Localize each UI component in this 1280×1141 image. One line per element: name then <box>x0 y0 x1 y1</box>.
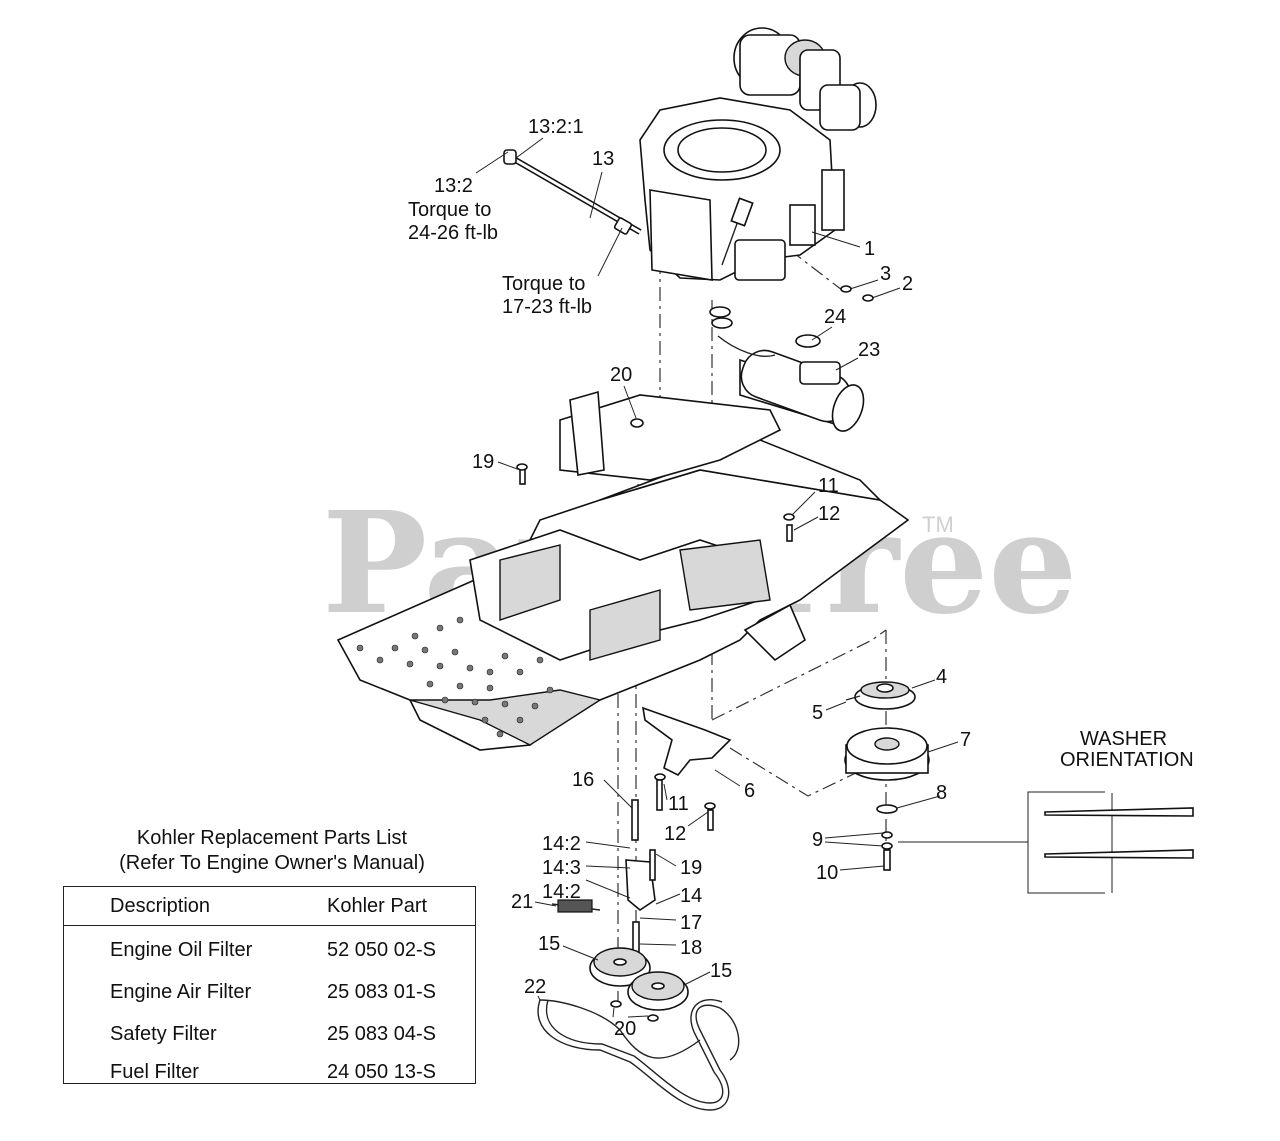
header-divider <box>64 925 475 926</box>
row-part-number: 52 050 02-S <box>327 939 436 961</box>
callout-18: 18 <box>680 937 702 959</box>
callout-2: 2 <box>902 273 913 295</box>
callout-24: 24 <box>824 306 846 328</box>
callout-20-pulley: 20 <box>614 1018 636 1040</box>
parts-list-header-row: Description Kohler Part <box>64 887 475 927</box>
row-description: Fuel Filter <box>110 1061 199 1083</box>
row-part-number: 25 083 01-S <box>327 981 436 1003</box>
row-part-number: 25 083 04-S <box>327 1023 436 1045</box>
callout-6: 6 <box>744 780 755 802</box>
callout-21: 21 <box>511 891 533 913</box>
drive-belt <box>537 999 740 1111</box>
callout-14-3: 14:3 <box>542 857 581 879</box>
callout-17: 17 <box>680 912 702 934</box>
note-13-2: 13:2 <box>434 175 473 197</box>
callout-12-bracket: 12 <box>664 823 686 845</box>
callout-14-2-lower: 14:2 <box>542 881 581 903</box>
clutch-assembly <box>844 681 930 871</box>
torque-note-1-line1: Torque to <box>408 199 491 221</box>
torque-note-2-line1: Torque to <box>502 273 585 295</box>
parts-list-title: Kohler Replacement Parts List (Refer To … <box>62 826 482 876</box>
callout-5: 5 <box>812 702 823 724</box>
callout-11-bracket: 11 <box>668 793 689 815</box>
torque-note-2-line2: 17-23 ft-lb <box>502 296 592 318</box>
dipstick-tube <box>503 149 642 235</box>
washer-title-line1: WASHER <box>1080 728 1167 750</box>
torque-note-1-line2: 24-26 ft-lb <box>408 222 498 244</box>
callout-16: 16 <box>572 769 594 791</box>
note-13-2-1: 13:2:1 <box>528 116 584 138</box>
callout-20-frame: 20 <box>610 364 632 386</box>
note-13: 13 <box>592 148 614 170</box>
parts-list-title-line1: Kohler Replacement Parts List <box>136 827 408 849</box>
parts-list-title-line2: (Refer To Engine Owner's Manual) <box>119 852 425 874</box>
callout-7: 7 <box>960 729 971 751</box>
table-row: Fuel Filter 24 050 13-S <box>64 1053 475 1093</box>
pulleys <box>589 947 689 1022</box>
header-description: Description <box>110 895 211 917</box>
callout-19-frame: 19 <box>472 451 494 473</box>
callout-10: 10 <box>816 862 838 884</box>
callout-14: 14 <box>680 885 702 907</box>
callout-12-frame: 12 <box>818 503 840 525</box>
table-row: Safety Filter 25 083 04-S <box>64 1015 475 1055</box>
callout-15-left: 15 <box>538 933 560 955</box>
callout-9: 9 <box>812 829 823 851</box>
engine <box>639 27 877 281</box>
frame-holes <box>356 616 554 738</box>
callout-19-bracket: 19 <box>680 857 702 879</box>
row-part-number: 24 050 13-S <box>327 1061 436 1083</box>
row-description: Engine Oil Filter <box>110 939 253 961</box>
table-row: Engine Air Filter 25 083 01-S <box>64 973 475 1013</box>
callout-8: 8 <box>936 782 947 804</box>
washer-title-line2: ORIENTATION <box>1060 749 1194 771</box>
parts-list-table: Description Kohler Part Engine Oil Filte… <box>63 886 476 1084</box>
header-kohler-part: Kohler Part <box>327 895 428 917</box>
callout-4: 4 <box>936 666 947 688</box>
table-row: Engine Oil Filter 52 050 02-S <box>64 931 475 971</box>
row-description: Safety Filter <box>110 1023 217 1045</box>
callout-23: 23 <box>858 339 880 361</box>
row-description: Engine Air Filter <box>110 981 252 1003</box>
leader-lines <box>475 137 959 1018</box>
callout-22: 22 <box>524 976 546 998</box>
callout-15-right: 15 <box>710 960 732 982</box>
mower-frame <box>336 390 910 751</box>
callout-1: 1 <box>864 238 875 260</box>
washer-orientation-detail <box>898 791 1194 894</box>
callout-14-2-upper: 14:2 <box>542 833 581 855</box>
muffler <box>709 306 865 432</box>
hardware <box>516 285 874 542</box>
callout-11-frame: 11 <box>818 475 839 497</box>
watermark-trademark: TM <box>922 512 954 537</box>
callout-3: 3 <box>880 263 891 285</box>
